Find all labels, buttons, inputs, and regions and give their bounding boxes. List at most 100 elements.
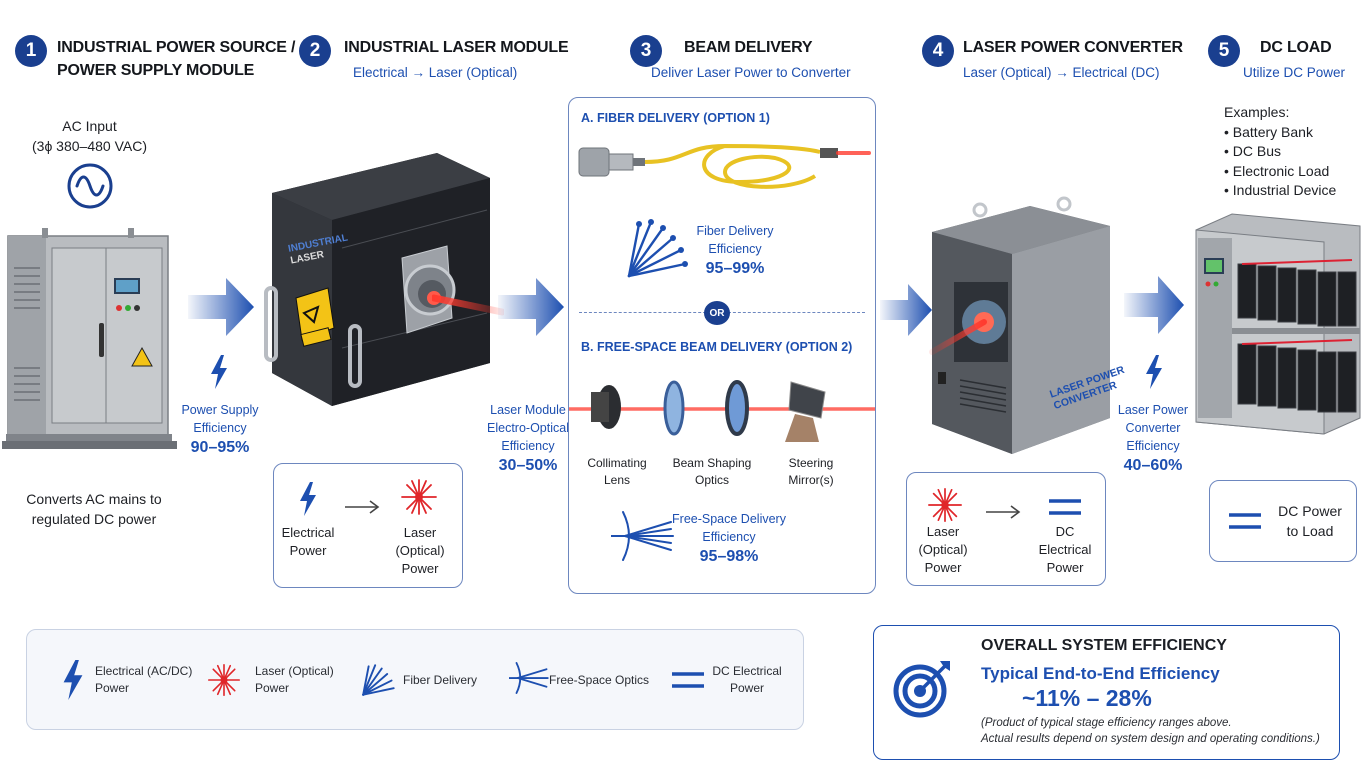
fiber-bundle-icon bbox=[361, 662, 397, 698]
cfrom-line1: Laser bbox=[926, 524, 960, 539]
step-5-badge: 5 bbox=[1208, 35, 1240, 67]
legend-label: Electrical (AC/DC) bbox=[95, 664, 193, 678]
laser-conversion-box: Electrical Power Laser (Optical) Power bbox=[273, 463, 463, 588]
flow-arrow-3 bbox=[880, 284, 932, 336]
free-space-optics-icon bbox=[509, 660, 549, 696]
step-5-title: DC LOAD bbox=[1260, 39, 1332, 56]
converter-to-label: DC Electrical Power bbox=[1029, 523, 1101, 577]
dc-equals-icon bbox=[1228, 511, 1262, 531]
examples-title: Examples: bbox=[1224, 104, 1290, 120]
step-1-title-line2: POWER SUPPLY MODULE bbox=[57, 62, 255, 79]
note-line2: Actual results depend on system design a… bbox=[981, 733, 1320, 745]
battery-rack bbox=[1192, 208, 1362, 436]
dcload-line1: DC Power bbox=[1278, 503, 1342, 519]
step-1-title-line1: INDUSTRIAL POWER SOURCE / bbox=[57, 39, 296, 56]
overall-note: (Product of typical stage efficiency ran… bbox=[981, 715, 1320, 747]
free-space-efficiency: Free-Space Delivery Efficiency 95–98% bbox=[667, 510, 791, 566]
optic3-line1: Steering bbox=[788, 456, 834, 470]
lm-eff-line3: Efficiency bbox=[501, 439, 555, 453]
option2-title: B. FREE-SPACE BEAM DELIVERY (OPTION 2) bbox=[581, 340, 853, 354]
step-1-badge: 1 bbox=[15, 35, 47, 67]
optic3-line2: Mirror(s) bbox=[788, 473, 834, 487]
beam-delivery-panel: A. FIBER DELIVERY (OPTION 1) Fiber Deliv… bbox=[568, 97, 876, 594]
laser-module-device bbox=[262, 148, 502, 410]
conversion-from-label: Electrical Power bbox=[274, 524, 342, 560]
ac-input-line2: (3ϕ 380–480 VAC) bbox=[32, 138, 147, 154]
from-line1: Electrical bbox=[281, 525, 335, 540]
step-3-subtitle: Deliver Laser Power to Converter bbox=[651, 65, 851, 80]
legend-laser: Laser (Optical) Power bbox=[255, 663, 334, 697]
step-3-title: BEAM DELIVERY bbox=[684, 39, 813, 56]
example-item: • DC Bus bbox=[1224, 143, 1282, 159]
cv-eff-value: 40–60% bbox=[1123, 457, 1183, 474]
example-item: • Industrial Device bbox=[1224, 182, 1337, 198]
to-line2: (Optical) bbox=[395, 543, 445, 558]
step-3-badge: 3 bbox=[630, 35, 662, 67]
step-2-title: INDUSTRIAL LASER MODULE bbox=[344, 39, 569, 56]
arrow-right-icon bbox=[344, 500, 380, 514]
legend-free-space: Free-Space Optics bbox=[549, 672, 649, 689]
legend-panel: Electrical (AC/DC) Power Laser (Optical)… bbox=[26, 629, 804, 730]
ps-eff-value: 90–95% bbox=[190, 439, 250, 456]
ac-input-label: AC Input (3ϕ 380–480 VAC) bbox=[22, 116, 157, 156]
laser-beam-1 bbox=[432, 288, 504, 318]
power-supply-cabinet bbox=[2, 228, 177, 453]
arrow-right-icon bbox=[985, 505, 1021, 519]
ps-eff-line2: Efficiency bbox=[193, 421, 247, 435]
converter-beam bbox=[928, 318, 988, 358]
legend-dc: DC Electrical Power bbox=[711, 663, 783, 697]
note-line1: (Product of typical stage efficiency ran… bbox=[981, 717, 1232, 729]
free-eff-line2: Efficiency bbox=[702, 530, 756, 544]
cfrom-line2: (Optical) bbox=[918, 542, 968, 557]
lm-eff-line1: Laser Module bbox=[490, 403, 566, 417]
dc-load-box-label: DC Power to Load bbox=[1270, 501, 1350, 541]
optic1-line1: Collimating bbox=[587, 456, 647, 470]
to-line1: Laser bbox=[403, 525, 437, 540]
fiber-bundle-icon bbox=[625, 218, 691, 280]
legend-label: DC Electrical bbox=[712, 664, 782, 678]
legend-electrical: Electrical (AC/DC) Power bbox=[95, 663, 192, 697]
optic-label-collimating: Collimating Lens bbox=[575, 455, 659, 489]
dc-load-examples: Examples: • Battery Bank • DC Bus • Elec… bbox=[1224, 103, 1336, 201]
dcload-line2: to Load bbox=[1286, 523, 1334, 539]
legend-label: Power bbox=[95, 681, 130, 695]
caption-line1: Converts AC mains to bbox=[26, 491, 162, 507]
lm-eff-line2: Electro-Optical bbox=[487, 421, 569, 435]
overall-title: OVERALL SYSTEM EFFICIENCY bbox=[981, 637, 1227, 654]
laser-burst-icon bbox=[207, 663, 241, 697]
optic2-line1: Beam Shaping bbox=[672, 456, 752, 470]
caption-line2: regulated DC power bbox=[31, 511, 157, 527]
laser-burst-icon bbox=[400, 478, 438, 516]
dc-equals-icon bbox=[671, 670, 705, 690]
conversion-to-label: Laser (Optical) Power bbox=[384, 524, 456, 578]
free-eff-line1: Free-Space Delivery bbox=[672, 512, 786, 526]
example-item: • Electronic Load bbox=[1224, 162, 1330, 179]
step-4-subtitle: Laser (Optical) → Electrical (DC) bbox=[963, 65, 1160, 80]
cv-eff-line2: Converter bbox=[1125, 421, 1181, 435]
step-2-subtitle: Electrical → Laser (Optical) bbox=[353, 65, 518, 80]
flow-arrow-4 bbox=[1124, 276, 1184, 334]
flow-arrow-2 bbox=[498, 278, 564, 336]
cv-eff-line1: Laser Power bbox=[1117, 403, 1189, 417]
ps-eff-line1: Power Supply bbox=[181, 403, 259, 417]
legend-label: Fiber Delivery bbox=[403, 673, 478, 687]
step-4-badge: 4 bbox=[922, 35, 954, 67]
legend-label: Power bbox=[255, 681, 290, 695]
step-2-badge: 2 bbox=[299, 35, 331, 67]
cfrom-line3: Power bbox=[924, 560, 962, 575]
free-space-optics-icon bbox=[611, 508, 675, 564]
lightning-icon bbox=[61, 660, 85, 700]
overall-efficiency-panel: OVERALL SYSTEM EFFICIENCY Typical End-to… bbox=[873, 625, 1340, 760]
step-4-title: LASER POWER CONVERTER bbox=[963, 39, 1183, 56]
converter-efficiency: Laser Power Converter Efficiency 40–60% bbox=[1108, 401, 1198, 475]
dc-load-box: DC Power to Load bbox=[1209, 480, 1357, 562]
legend-label: Free-Space Optics bbox=[549, 673, 650, 687]
laser-module-efficiency: Laser Module Electro-Optical Efficiency … bbox=[480, 401, 576, 475]
option1-title: A. FIBER DELIVERY (OPTION 1) bbox=[581, 111, 770, 125]
laser-burst-icon bbox=[927, 487, 963, 523]
fiber-cable-image bbox=[575, 136, 871, 200]
or-badge: OR bbox=[704, 301, 730, 325]
optic-label-steering: Steering Mirror(s) bbox=[771, 455, 851, 489]
fiber-eff-line2: Efficiency bbox=[708, 242, 762, 256]
lm-eff-value: 30–50% bbox=[498, 457, 558, 474]
